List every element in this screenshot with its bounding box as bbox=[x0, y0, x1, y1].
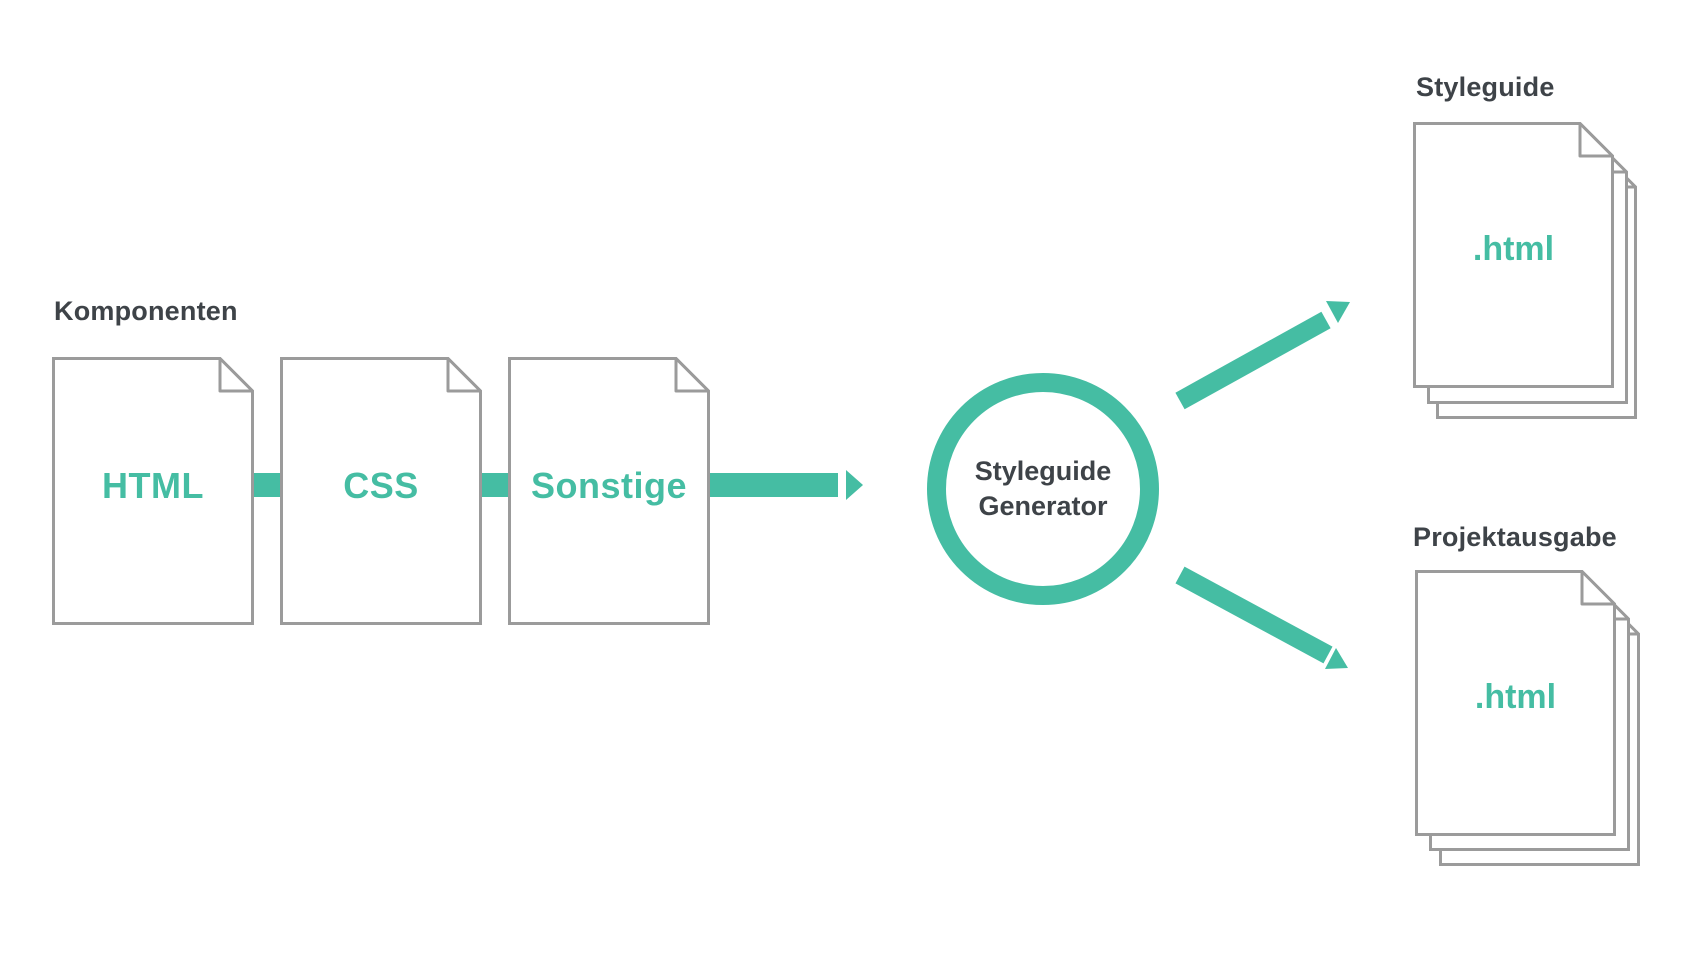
styleguide-output-label: Styleguide bbox=[1416, 72, 1555, 102]
component-doc-css: CSS bbox=[280, 357, 482, 625]
document-icon bbox=[52, 357, 254, 625]
projektausgabe-output-stack: .html bbox=[1415, 570, 1655, 880]
styleguide-generator-node: Styleguide Generator bbox=[927, 373, 1159, 605]
document-label: CSS bbox=[343, 465, 419, 506]
connector-bar bbox=[254, 473, 280, 497]
generator-label-line2: Generator bbox=[978, 491, 1108, 521]
arrow-right-shaft bbox=[710, 473, 838, 497]
arrow-right-icon bbox=[846, 470, 863, 500]
document-icon bbox=[1415, 570, 1616, 836]
file-type-label: .html bbox=[1472, 229, 1555, 268]
connector-bar bbox=[482, 473, 508, 497]
generator-label-line1: Styleguide bbox=[974, 456, 1112, 486]
component-doc-html: HTML bbox=[52, 357, 254, 625]
document-label: Sonstige bbox=[530, 465, 687, 506]
document-icon bbox=[1413, 122, 1614, 388]
projektausgabe-output-label: Projektausgabe bbox=[1413, 522, 1617, 552]
component-doc-sonstige: Sonstige bbox=[508, 357, 710, 625]
komponenten-label: Komponenten bbox=[54, 296, 238, 326]
arrow-down-right-icon bbox=[1175, 566, 1348, 669]
file-type-label: .html bbox=[1474, 677, 1557, 716]
document-icon bbox=[508, 357, 710, 625]
document-icon bbox=[280, 357, 482, 625]
document-label: HTML bbox=[102, 465, 204, 506]
arrow-up-right-icon bbox=[1175, 301, 1350, 410]
styleguide-output-stack: .html bbox=[1413, 122, 1653, 432]
